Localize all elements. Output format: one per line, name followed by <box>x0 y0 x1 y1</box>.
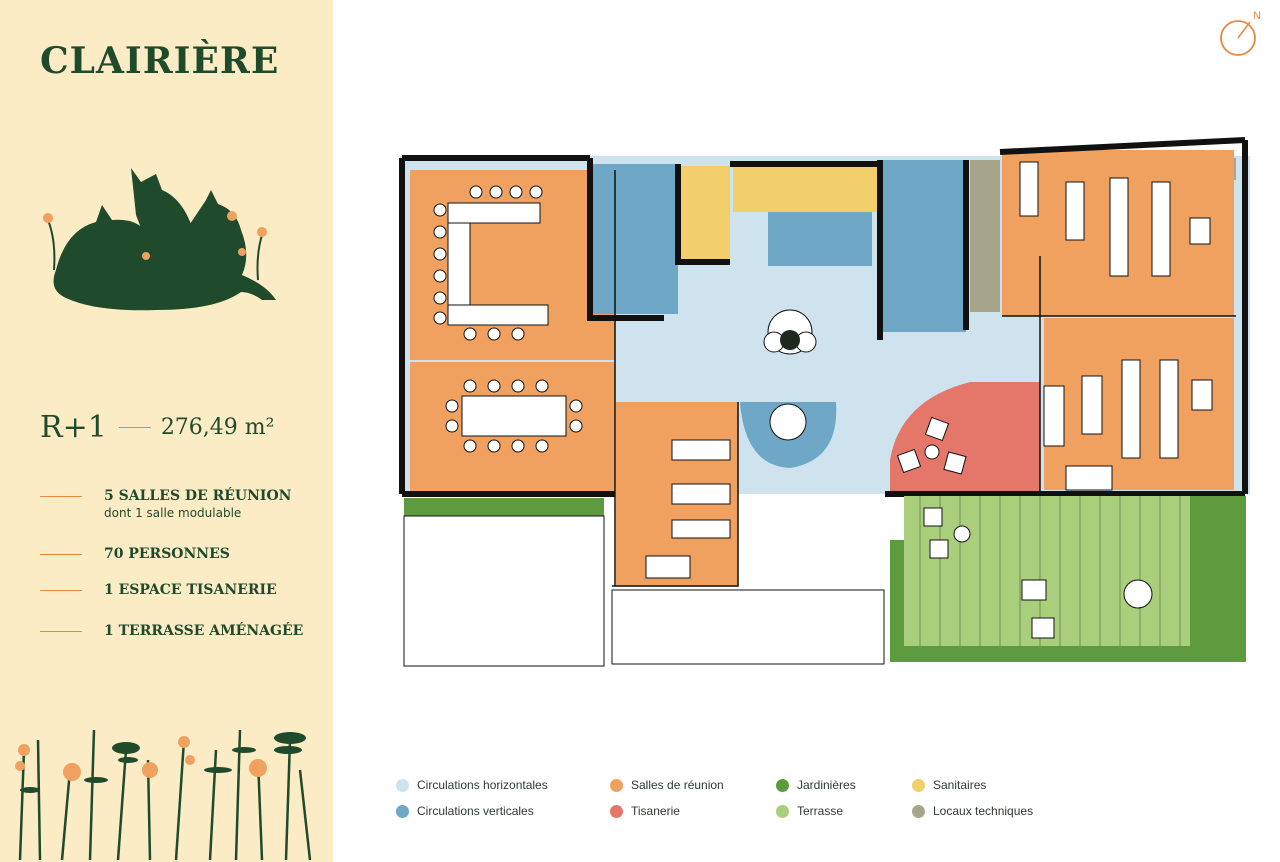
planter-terrace-south <box>890 646 1190 662</box>
legend-item-salles-de-reunion: Salles de réunion <box>610 778 724 792</box>
restroom-north <box>733 166 879 212</box>
legend-item-terrasse: Terrasse <box>776 804 843 818</box>
wildflowers-illustration <box>15 729 312 861</box>
walls <box>399 137 1248 497</box>
legend: Circulations horizontales Circulations v… <box>396 778 1096 828</box>
legend-item-circulations-horizontales: Circulations horizontales <box>396 778 548 792</box>
tisanerie-furniture <box>896 416 967 475</box>
fact-tisanerie: 1 ESPACE TISANERIE <box>40 582 277 599</box>
lobby-planter <box>763 309 817 355</box>
legend-item-tisanerie: Tisanerie <box>610 804 680 818</box>
compass-label: N <box>1253 10 1261 22</box>
legend-item-circulations-verticales: Circulations verticales <box>396 804 534 818</box>
level-summary: R+1 276,49 m² <box>40 410 274 445</box>
stair-core-west <box>592 164 678 314</box>
fact-meeting-rooms-main: 5 SALLES DE RÉUNION <box>104 488 292 504</box>
stair-core-east <box>882 160 966 332</box>
furniture-east <box>1019 161 1213 491</box>
elevator-shaft <box>768 212 872 266</box>
north-compass-icon: N <box>1220 10 1261 56</box>
fact-terrace: 1 TERRASSE AMÉNAGÉE <box>40 623 303 640</box>
legend-item-sanitaires: Sanitaires <box>912 778 986 792</box>
fact-capacity-main: 70 PERSONNES <box>104 546 230 562</box>
fact-tisanerie-main: 1 ESPACE TISANERIE <box>104 582 277 598</box>
legend-item-locaux-techniques: Locaux techniques <box>912 804 1033 818</box>
fact-meeting-rooms-sub: dont 1 salle modulable <box>104 506 242 520</box>
planter-west <box>404 498 604 516</box>
fox-illustration <box>43 168 277 311</box>
tisanerie <box>890 382 1040 492</box>
fact-terrace-main: 1 TERRASSE AMÉNAGÉE <box>104 623 304 639</box>
sidebar: CLAIRIÈRE R+1 276,49 m² 5 SALLES DE RÉUN… <box>0 0 333 862</box>
planter-terrace-west <box>890 540 904 660</box>
level-label: R+1 <box>40 410 107 445</box>
legend-item-jardinieres: Jardinières <box>776 778 856 792</box>
brand-title: CLAIRIÈRE <box>40 40 280 82</box>
terrace-furniture <box>923 507 1153 639</box>
technical-room <box>970 160 1000 312</box>
level-divider <box>118 427 151 428</box>
meeting-room-northwest <box>410 170 615 360</box>
planter-terrace-east <box>1190 496 1246 662</box>
fact-meeting-rooms: 5 SALLES DE RÉUNION dont 1 salle modulab… <box>40 488 291 522</box>
surface-area: 276,49 m² <box>160 415 275 440</box>
restroom-west <box>680 166 730 262</box>
furniture-west <box>447 202 731 579</box>
fact-capacity: 70 PERSONNES <box>40 546 230 563</box>
